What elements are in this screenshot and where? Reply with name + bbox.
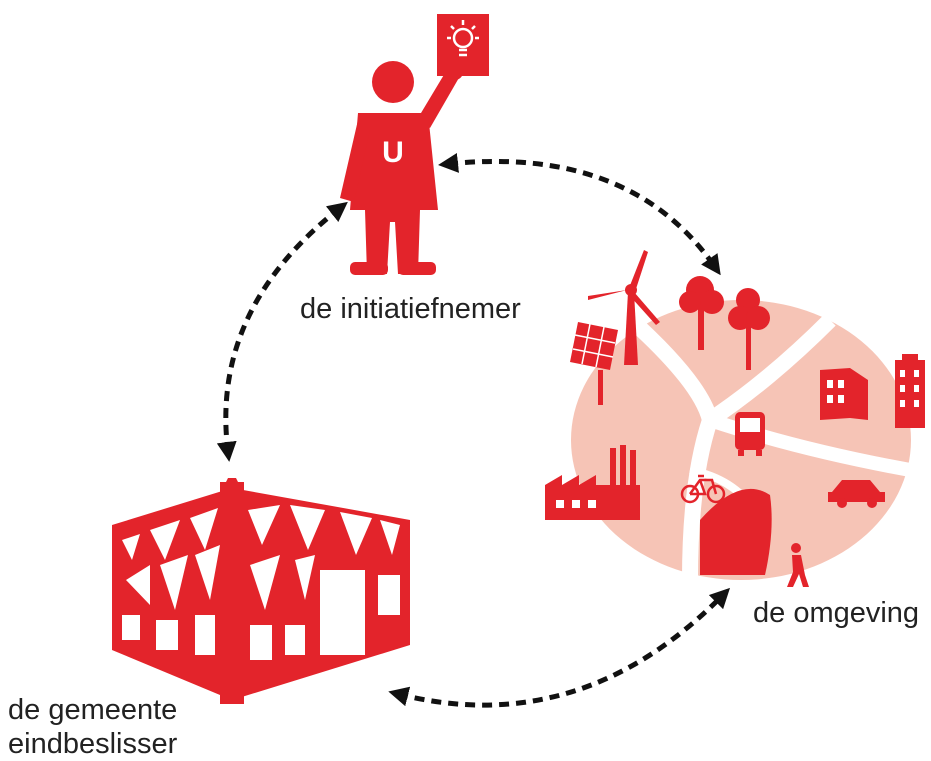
bicycle-icon bbox=[680, 474, 726, 504]
solar-panel-icon bbox=[570, 322, 618, 405]
arrow-initiator-environment bbox=[438, 153, 721, 276]
person-badge: U bbox=[382, 136, 404, 169]
environment-label: de omgeving bbox=[753, 597, 920, 629]
arrow-initiator-municipality bbox=[216, 201, 348, 462]
apartment-icon bbox=[895, 354, 925, 428]
tree-icon bbox=[679, 276, 724, 350]
office-building-icon bbox=[820, 368, 868, 420]
municipality-label-line1: de gemeente bbox=[8, 694, 178, 726]
initiator-label: de initiatiefnemer bbox=[300, 293, 521, 325]
arrow-municipality-environment bbox=[388, 587, 731, 708]
tree-icon bbox=[728, 288, 770, 370]
lightbulb-icon bbox=[447, 20, 479, 57]
municipality-label-line2: eindbeslisser bbox=[8, 728, 178, 760]
pedestrian-icon bbox=[787, 543, 809, 587]
car-icon bbox=[828, 480, 885, 508]
factory-icon bbox=[545, 445, 640, 520]
bus-icon bbox=[735, 412, 765, 456]
landmark-shape bbox=[700, 488, 772, 575]
town-hall-icon bbox=[112, 478, 410, 704]
idea-sign-icon bbox=[437, 14, 489, 76]
